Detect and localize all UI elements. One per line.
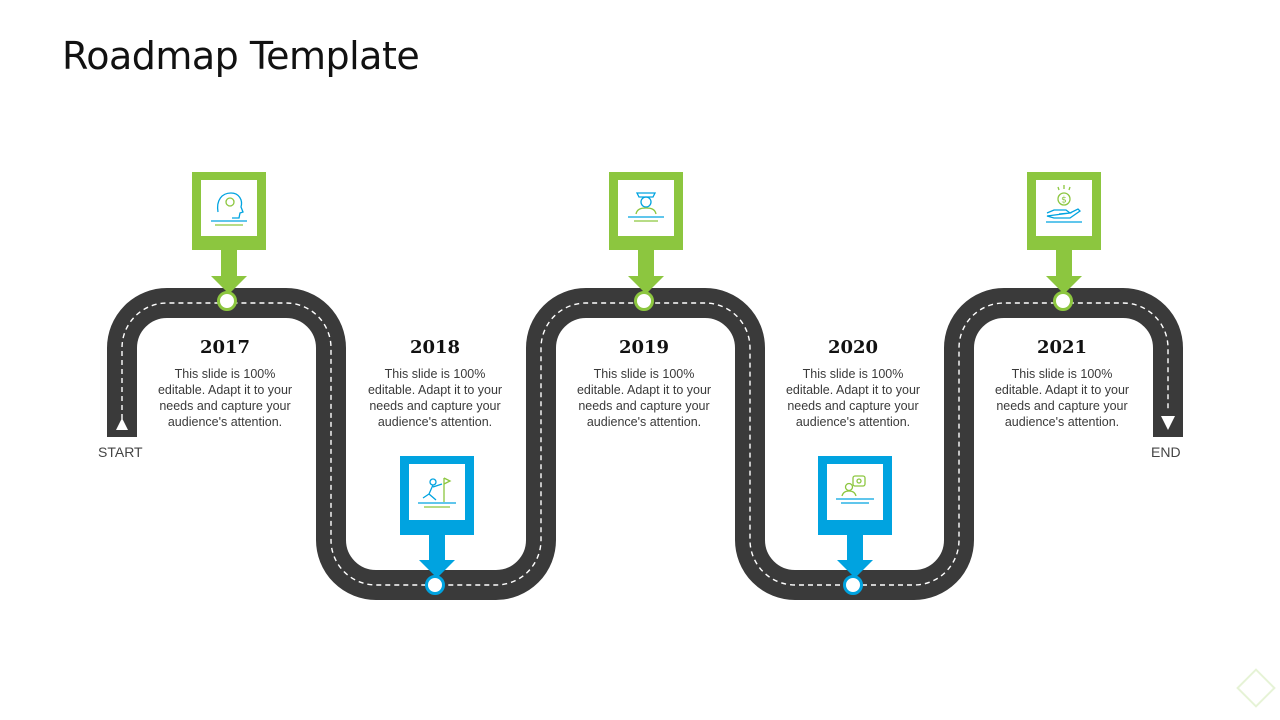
milestone-year: 2020: [827, 337, 879, 358]
milestone-year: 2017: [199, 337, 251, 358]
end-arrow-icon: [1161, 416, 1175, 430]
svg-text:$: $: [1061, 196, 1067, 206]
milestone-2018: 2018 This slide is 100% editable. Adapt …: [355, 336, 515, 430]
milestone-marker-2020: [818, 456, 892, 595]
milestone-2021: 2021 This slide is 100% editable. Adapt …: [982, 336, 1142, 430]
milestone-year: 2018: [409, 337, 461, 358]
person-climbing-icon: [418, 477, 456, 508]
milestone-marker-2018: [400, 456, 474, 595]
milestone-marker-2021: $: [1027, 172, 1101, 311]
person-speech-bubble-icon: [836, 475, 874, 504]
milestone-description: This slide is 100% editable. Adapt it to…: [576, 367, 712, 429]
milestone-2017: 2017 This slide is 100% editable. Adapt …: [145, 336, 305, 430]
pilot-icon: [628, 192, 664, 222]
milestone-description: This slide is 100% editable. Adapt it to…: [367, 367, 503, 429]
milestone-year: 2019: [618, 337, 670, 358]
end-label: END: [1151, 444, 1181, 460]
milestone-marker-2017: [192, 172, 266, 311]
milestone-year: 2021: [1036, 337, 1088, 358]
milestone-description: This slide is 100% editable. Adapt it to…: [157, 367, 293, 429]
start-arrow-icon: [116, 418, 128, 430]
decorative-diamond-icon: [1236, 668, 1276, 708]
milestone-2020: 2020 This slide is 100% editable. Adapt …: [773, 336, 933, 430]
milestone-description: This slide is 100% editable. Adapt it to…: [785, 367, 921, 429]
milestone-marker-2019: [609, 172, 683, 311]
slide-title: Roadmap Template: [62, 34, 420, 78]
hand-dollar-coin-icon: $: [1046, 185, 1082, 223]
start-label: START: [98, 444, 143, 460]
head-gear-icon: [211, 192, 247, 226]
milestone-2019: 2019 This slide is 100% editable. Adapt …: [564, 336, 724, 430]
road-center-lane: [121, 302, 1169, 586]
milestone-description: This slide is 100% editable. Adapt it to…: [994, 367, 1130, 429]
